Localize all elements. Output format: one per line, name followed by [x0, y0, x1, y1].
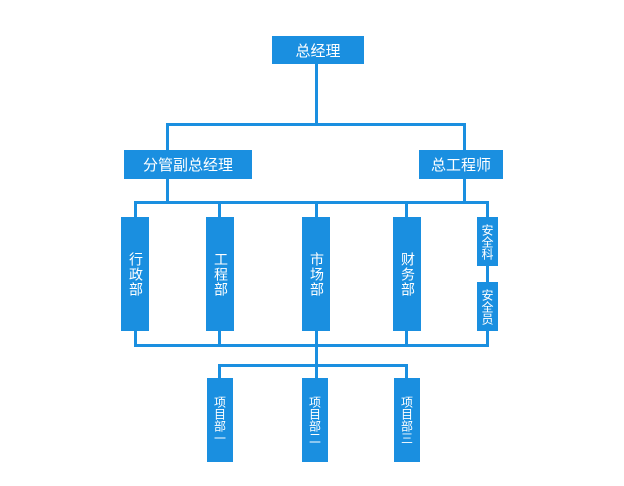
connector-ce-down: [463, 178, 466, 203]
connector-market-bottom: [315, 330, 318, 346]
connector-finance-bottom: [405, 330, 408, 346]
connector-dept-bar: [134, 201, 489, 204]
node-safety-officer: 安全员: [477, 282, 498, 331]
connector-project2: [315, 364, 318, 379]
connector-vp-down: [166, 178, 169, 203]
node-engineering-dept: 工程部: [206, 217, 234, 331]
node-finance-dept: 财务部: [393, 217, 421, 331]
node-project-dept-2: 项目部二: [302, 378, 328, 462]
connector-engineering: [218, 201, 221, 218]
connector-safety-section: [486, 201, 489, 218]
connector-project3: [405, 364, 408, 379]
node-chief-engineer: 总工程师: [419, 150, 503, 179]
connector-project1: [218, 364, 221, 379]
connector-to-projects: [315, 344, 318, 366]
connector-admin: [134, 201, 137, 218]
connector-admin-bottom: [134, 330, 137, 346]
connector-vp-up: [166, 123, 169, 152]
connector-market: [315, 201, 318, 218]
node-admin-dept: 行政部: [121, 217, 149, 331]
connector-top-bar: [166, 123, 466, 126]
node-vice-president: 分管副总经理: [124, 150, 252, 179]
node-project-dept-1: 项目部一: [207, 378, 233, 462]
node-safety-section: 安全科: [477, 217, 498, 266]
node-general-manager: 总经理: [272, 36, 364, 64]
connector-engineering-bottom: [218, 330, 221, 346]
connector-bottom-bar: [134, 344, 489, 347]
connector-gm-down: [315, 62, 318, 125]
connector-safety-officer-bottom: [486, 330, 489, 346]
connector-project-bar: [218, 364, 408, 367]
node-market-dept: 市场部: [302, 217, 330, 331]
connector-ce-up: [463, 123, 466, 152]
node-project-dept-3: 项目部三: [394, 378, 420, 462]
connector-finance: [405, 201, 408, 218]
connector-safety-link: [486, 265, 489, 283]
